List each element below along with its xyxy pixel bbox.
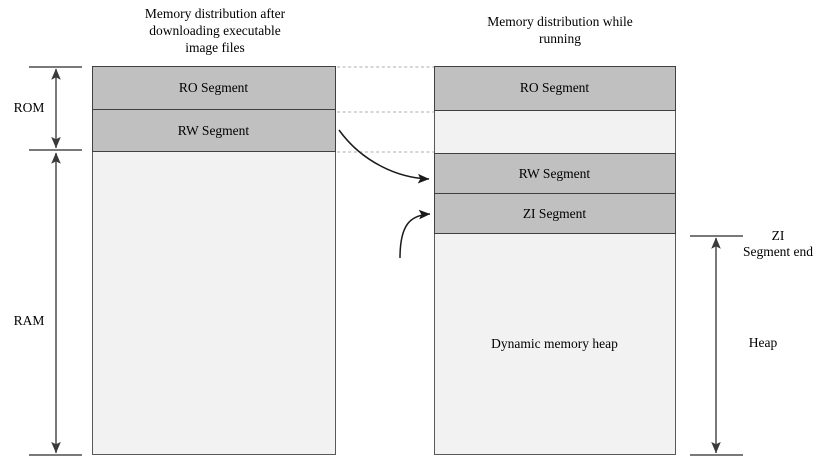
- right-ro-segment: RO Segment: [433, 65, 676, 111]
- left-ro-segment: RO Segment: [91, 65, 336, 111]
- left-free-area: [93, 152, 334, 453]
- heap-bracket-label: Heap: [748, 335, 778, 350]
- right-gap-area: [435, 110, 674, 154]
- right-rw-segment-label: RW Segment: [518, 165, 591, 181]
- memory-while-running-box: RO Segment RW Segment ZI Segment Dynamic…: [433, 65, 676, 455]
- left-rw-segment-label: RW Segment: [177, 122, 250, 138]
- right-rw-segment: RW Segment: [433, 153, 676, 194]
- left-ro-segment-label: RO Segment: [178, 80, 249, 95]
- zi-segment-end-label: ZI Segment end: [742, 228, 814, 259]
- dotted-connector-lines: [337, 66, 434, 153]
- ram-bracket: [29, 152, 82, 456]
- left-diagram-title: Memory distribution after downloading ex…: [144, 6, 286, 55]
- rw-segment-copy-arrow: [338, 129, 430, 184]
- right-zi-segment-label: ZI Segment: [522, 205, 587, 221]
- ram-bracket-label: RAM: [13, 313, 45, 328]
- right-heap-area-label: Dynamic memory heap: [491, 335, 618, 351]
- right-zi-segment: ZI Segment: [433, 193, 676, 234]
- zi-segment-create-arrow: [399, 209, 431, 259]
- right-heap-area: Dynamic memory heap: [435, 234, 674, 453]
- rom-bracket-label: ROM: [13, 100, 45, 115]
- left-rw-segment: RW Segment: [91, 109, 336, 152]
- memory-after-download-box: RO Segment RW Segment: [91, 65, 336, 455]
- right-ro-segment-label: RO Segment: [519, 80, 590, 95]
- right-diagram-title: Memory distribution while running: [487, 14, 633, 46]
